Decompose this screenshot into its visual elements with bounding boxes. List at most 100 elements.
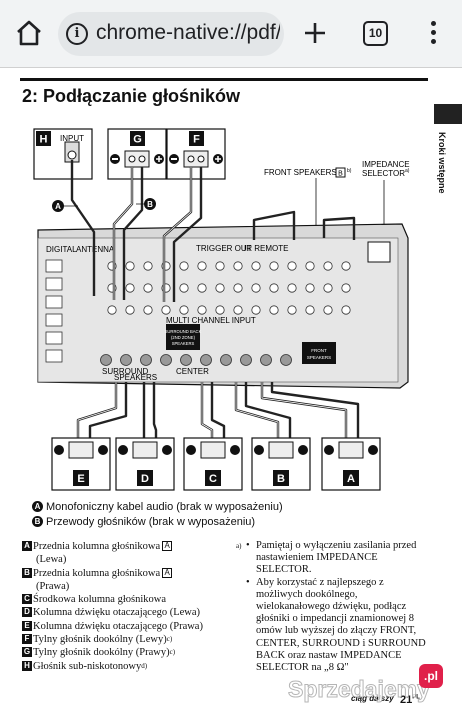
rca-jack	[125, 261, 135, 271]
speaker-terminal	[220, 354, 232, 366]
box-label: B	[277, 473, 285, 485]
page-title: 2: Podłączanie głośników	[22, 86, 241, 106]
digital-port	[45, 277, 63, 291]
svg-text:SPEAKERS: SPEAKERS	[172, 341, 195, 346]
speaker-box-f: F	[166, 128, 226, 180]
svg-text:FRONT SPEAKERS: FRONT SPEAKERS	[264, 168, 337, 177]
rca-jack	[341, 261, 351, 271]
svg-text:ANTENNA: ANTENNA	[76, 245, 115, 254]
side-tab-label: Kroki wstępne	[437, 132, 447, 194]
box-label: A	[347, 473, 355, 485]
svg-text:G: G	[133, 134, 142, 146]
wiring-diagram: H INPUT G F FRONT SPEAKERS B b) IMPEDANC…	[33, 128, 410, 491]
svg-text:SURROUND: SURROUND	[102, 367, 148, 376]
rca-jack	[287, 305, 297, 315]
rca-jack	[233, 283, 243, 293]
rca-jack	[323, 283, 333, 293]
svg-text:B: B	[147, 200, 153, 209]
svg-text:MULTI CHANNEL INPUT: MULTI CHANNEL INPUT	[166, 316, 256, 325]
rca-jack	[143, 305, 153, 315]
svg-text:B: B	[338, 171, 343, 178]
rca-jack	[233, 261, 243, 271]
rca-jack	[179, 283, 189, 293]
rca-jack	[287, 283, 297, 293]
more-menu-icon[interactable]	[426, 20, 440, 48]
svg-text:b): b)	[347, 168, 352, 174]
digital-port	[45, 349, 63, 363]
rca-jack	[305, 283, 315, 293]
rca-jack	[251, 305, 261, 315]
speaker-box-e: E	[51, 437, 111, 491]
new-tab-icon[interactable]	[300, 18, 330, 48]
speaker-terminal	[160, 354, 172, 366]
speaker-terminal	[180, 354, 192, 366]
rca-jack	[251, 283, 261, 293]
speaker-box-g: G	[107, 128, 167, 180]
digital-port	[45, 259, 63, 273]
rca-jack	[161, 305, 171, 315]
svg-text:IR REMOTE: IR REMOTE	[244, 244, 288, 253]
rca-jack	[341, 283, 351, 293]
speaker-terminal	[100, 354, 112, 366]
digital-port	[45, 313, 63, 327]
rca-jack	[215, 261, 225, 271]
speaker-box-b: B	[251, 437, 311, 491]
svg-text:FRONT: FRONT	[311, 348, 327, 353]
rca-jack	[143, 261, 153, 271]
speaker-terminal	[120, 354, 132, 366]
rca-jack	[179, 305, 189, 315]
speaker-box-c: C	[183, 437, 243, 491]
home-icon[interactable]	[14, 18, 44, 48]
speaker-terminal	[260, 354, 272, 366]
rca-jack	[197, 261, 207, 271]
page-number: 21PL	[400, 694, 420, 706]
rca-jack	[323, 305, 333, 315]
svg-text:a): a)	[405, 168, 410, 174]
rca-jack	[125, 305, 135, 315]
svg-text:(2ND ZONE): (2ND ZONE)	[171, 335, 196, 340]
svg-text:A: A	[55, 202, 61, 211]
side-tab	[434, 104, 462, 444]
rca-jack	[251, 261, 261, 271]
svg-text:SPEAKERS: SPEAKERS	[307, 355, 331, 360]
svg-text:CENTER: CENTER	[176, 367, 209, 376]
address-bar[interactable]	[58, 12, 284, 56]
svg-text:DIGITAL: DIGITAL	[46, 245, 77, 254]
tab-switcher-button[interactable]: 10	[363, 21, 388, 46]
note-bullet: Aby korzystać z najlepszego z możliwych …	[236, 577, 432, 675]
speaker-terminal	[140, 354, 152, 366]
rca-jack	[269, 261, 279, 271]
rca-jack	[269, 305, 279, 315]
box-label: D	[141, 473, 149, 485]
box-label: C	[209, 473, 217, 485]
url-text[interactable]: chrome-native://pdf/	[96, 21, 280, 44]
rca-jack	[341, 305, 351, 315]
footer-continued: ciąg dalszy	[351, 694, 394, 703]
svg-text:TRIGGER OUT: TRIGGER OUT	[196, 244, 252, 253]
rca-jack	[125, 283, 135, 293]
rca-jack	[287, 261, 297, 271]
svg-text:SPEAKERS: SPEAKERS	[114, 373, 157, 382]
speaker-terminal	[200, 354, 212, 366]
note-bullet: Pamiętaj o wyłączeniu zasilania przed na…	[236, 540, 432, 577]
header-rule	[20, 78, 428, 81]
speaker-box-d: D	[115, 437, 175, 491]
impedance-note: a) Pamiętaj o wyłączeniu zasilania przed…	[236, 540, 432, 674]
rca-jack	[197, 305, 207, 315]
svg-text:F: F	[193, 134, 200, 146]
side-tab-marker	[434, 104, 462, 124]
rca-jack	[143, 283, 153, 293]
rca-jack	[305, 305, 315, 315]
watermark: Sprzedajemy	[288, 676, 431, 703]
svg-text:IMPEDANCE: IMPEDANCE	[362, 160, 410, 169]
rca-jack	[197, 283, 207, 293]
site-info-icon[interactable]: i	[66, 23, 88, 45]
